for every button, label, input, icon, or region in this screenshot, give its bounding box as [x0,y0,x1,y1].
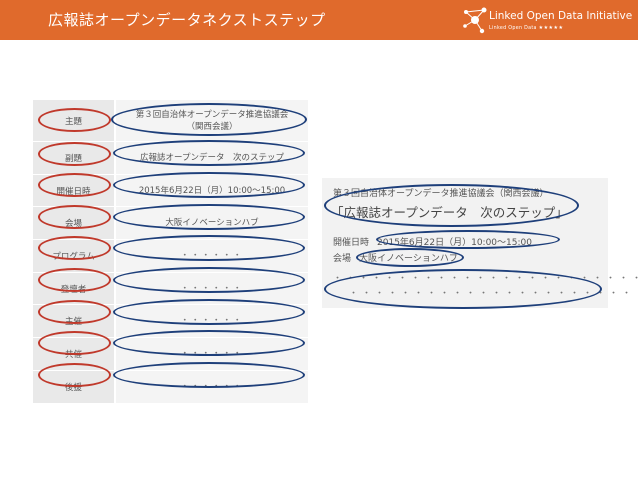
row-label: 主催 [33,304,116,339]
flyer-preview: 第３回自治体オープンデータ推進協議会（関西会議） 「広報誌オープンデータ 次のス… [322,178,638,308]
event-info-table: 主題 第３回自治体オープンデータ推進協議会 （関西会議） 副題 広報誌オープンデ… [33,100,308,404]
slide-title: 広報誌オープンデータネクストステップ [48,11,326,29]
logo-subtitle: Linked Open Data ★★★★★ [489,25,564,31]
preview-dots-line: ・・・・・・・・・・・・・・・・・・・・・・・・ [349,289,638,299]
row-value-line1: 第３回自治体オープンデータ推進協議会 [135,109,289,120]
row-value: 第３回自治体オープンデータ推進協議会 （関西会議） [115,100,308,142]
row-value: ・・・・・・ [115,304,308,339]
row-label: 後援 [33,370,116,404]
lod-logo: Linked Open Data Initiative Linked Open … [462,4,632,36]
preview-date-label: 開催日時 [333,238,370,248]
row-value: ・・・・・・ [115,272,308,306]
row-label: 開催日時 [33,174,116,208]
table-row: 後援 ・・・・・・ [33,370,308,404]
table-row: 主催 ・・・・・・ [33,304,308,339]
row-value: ・・・・・・ [115,370,308,404]
preview-venue-line: 会場大阪イノベーションハブ [333,251,458,264]
table-row: 共催 ・・・・・・ [33,337,308,371]
preview-title: 「広報誌オープンデータ 次のステップ」 [331,205,568,220]
row-value: 広報誌オープンデータ 次のステップ [115,141,308,175]
table-row: 開催日時 2015年6月22日（月）10:00〜15:00 [33,174,308,208]
preview-venue-label: 会場 [333,254,352,264]
row-value: ・・・・・・ [115,337,308,371]
slide-header: 広報誌オープンデータネクストステップ Linked Open Data Init… [0,0,638,40]
row-value: ・・・・・・ [115,239,308,273]
row-value-line2: （関西会議） [186,121,238,132]
table-row: プログラム ・・・・・・ [33,239,308,273]
logo-subtitle-text: Linked Open Data [489,26,537,31]
table-row: 主題 第３回自治体オープンデータ推進協議会 （関西会議） [33,100,308,142]
row-value: 2015年6月22日（月）10:00〜15:00 [115,174,308,208]
row-label: 共催 [33,337,116,371]
row-label: 会場 [33,206,116,241]
preview-venue-value: 大阪イノベーションハブ [359,254,458,264]
table-row: 登壇者 ・・・・・・ [33,272,308,306]
five-star-rating: ★★★★★ [538,25,564,31]
logo-name: Linked Open Data Initiative [489,10,633,22]
table-row: 副題 広報誌オープンデータ 次のステップ [33,141,308,175]
row-label: 登壇者 [33,272,116,306]
row-label: 主題 [33,100,116,142]
preview-date-line: 開催日時 2015年6月22日（月）10:00〜15:00 [333,235,532,248]
preview-organizer: 第３回自治体オープンデータ推進協議会（関西会議） [333,189,549,199]
row-value: 大阪イノベーションハブ [115,206,308,241]
network-nodes-icon [463,7,487,34]
row-label: 副題 [33,141,116,175]
preview-dots-line: ・・・・・・・・・・・・・・・・・・・・・・・・・ [333,274,638,284]
table-row: 会場 大阪イノベーションハブ [33,206,308,241]
row-label: プログラム [33,239,116,273]
preview-date-value: 2015年6月22日（月）10:00〜15:00 [377,238,532,248]
